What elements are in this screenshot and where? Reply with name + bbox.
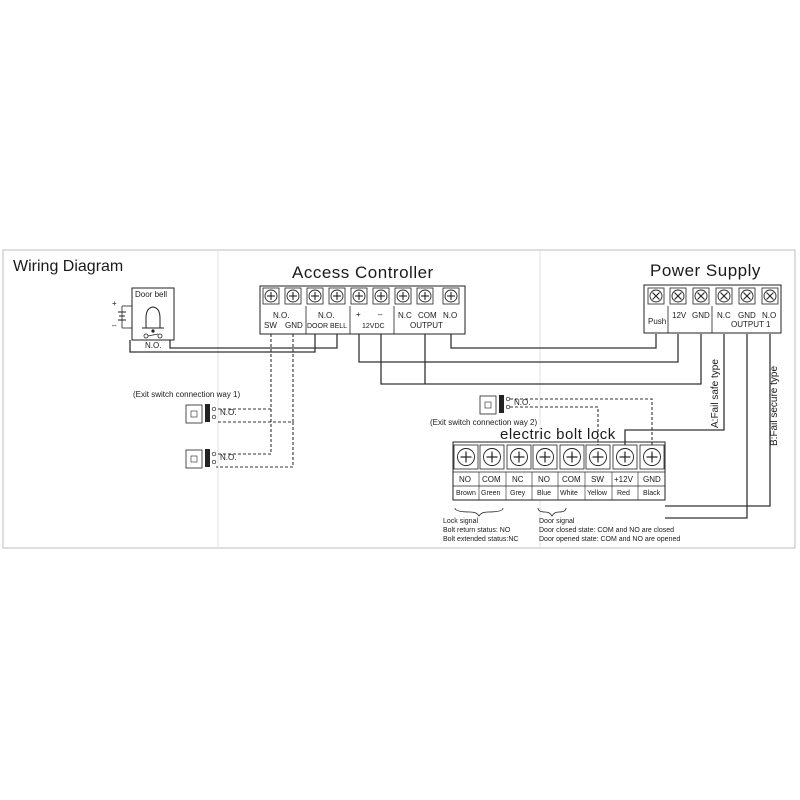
bolt-terminal-sw: SW	[591, 475, 604, 484]
fail-safe-label: A:Fail safe type	[710, 359, 721, 428]
wire-color-black: Black	[643, 490, 661, 497]
exit-switch-2-no: N.O.	[514, 398, 531, 407]
lock-signal-title: Lock signal	[443, 518, 479, 525]
wire-color-grey: Grey	[510, 490, 526, 497]
power-supply-title: Power Supply	[650, 261, 761, 280]
wire-color-yellow: Yellow	[587, 490, 607, 497]
ps-label-no: N.O	[762, 311, 777, 320]
bolt-terminal-gnd: GND	[643, 475, 661, 484]
door-bell-unit	[118, 287, 175, 341]
wire-color-blue: Blue	[537, 490, 552, 497]
dashed-wires	[216, 334, 653, 468]
battery-plus: +	[112, 299, 117, 308]
exit-switch-1a-no: N.O.	[220, 408, 237, 417]
door-bell-label: Door bell	[135, 290, 168, 299]
ac-label-doorbell: DOOR BELL	[307, 323, 348, 330]
lock-signal-line1: Bolt return status: NO	[443, 527, 511, 534]
wire-color-white: White	[560, 490, 578, 497]
ac-label-no2: N.O.	[318, 311, 335, 320]
bolt-terminal-no2: NO	[538, 475, 550, 484]
exit-switch-1b-no: N.O.	[220, 453, 237, 462]
bolt-lock-terminal-block	[452, 441, 666, 517]
power-supply-terminal-block	[643, 284, 782, 334]
door-bell-no: N.O.	[145, 341, 162, 350]
ps-label-output1: OUTPUT 1	[731, 320, 771, 329]
wire-color-brown: Brown	[456, 490, 476, 497]
diagram-title: Wiring Diagram	[13, 258, 124, 275]
access-controller-terminal-block	[259, 285, 466, 335]
battery-minus: –	[112, 321, 117, 330]
ps-label-gnd: GND	[692, 311, 710, 320]
exit-switch-2-caption: (Exit switch connection way 2)	[430, 418, 538, 427]
ac-label-gnd: GND	[285, 321, 303, 330]
ps-label-nc: N.C	[717, 311, 731, 320]
wire-color-red: Red	[617, 490, 630, 497]
ac-label-no1: N.O.	[273, 311, 290, 320]
bolt-terminal-nc: NC	[512, 475, 524, 484]
exit-switch-2	[479, 395, 511, 415]
ac-label-minus: –	[378, 310, 383, 319]
solid-wires	[129, 334, 771, 519]
ac-label-plus: +	[356, 310, 361, 319]
bolt-terminal-12v: +12V	[614, 475, 633, 484]
fail-secure-label: B:Fail secure type	[769, 365, 780, 446]
ps-label-gnd2: GND	[738, 311, 756, 320]
ac-label-12vdc: 12VDC	[362, 323, 385, 330]
access-controller-title: Access Controller	[292, 263, 434, 282]
exit-switch-1-caption: (Exit switch connection way 1)	[133, 390, 241, 399]
ac-label-sw: SW	[264, 321, 277, 330]
ps-label-push: Push	[648, 317, 667, 326]
ac-label-com: COM	[418, 311, 437, 320]
bolt-lock-title: electric bolt lock	[500, 426, 616, 443]
ps-label-12v: 12V	[672, 311, 687, 320]
door-signal-line2: Door opened state: COM and NO are opened	[539, 536, 681, 543]
bolt-terminal-com2: COM	[562, 475, 581, 484]
exit-switch-1a	[185, 404, 217, 424]
ac-label-no3: N.O	[443, 311, 458, 320]
ac-label-nc: N.C	[398, 311, 412, 320]
wire-color-green: Green	[481, 490, 501, 497]
door-signal-title: Door signal	[539, 518, 575, 525]
door-signal-line1: Door closed state: COM and NO are closed	[539, 527, 675, 534]
ac-label-output: OUTPUT	[410, 321, 443, 330]
lock-signal-line2: Bolt extended status:NC	[443, 536, 519, 543]
bolt-terminal-com: COM	[482, 475, 501, 484]
exit-switch-1b	[185, 449, 217, 469]
bolt-terminal-no: NO	[459, 475, 471, 484]
